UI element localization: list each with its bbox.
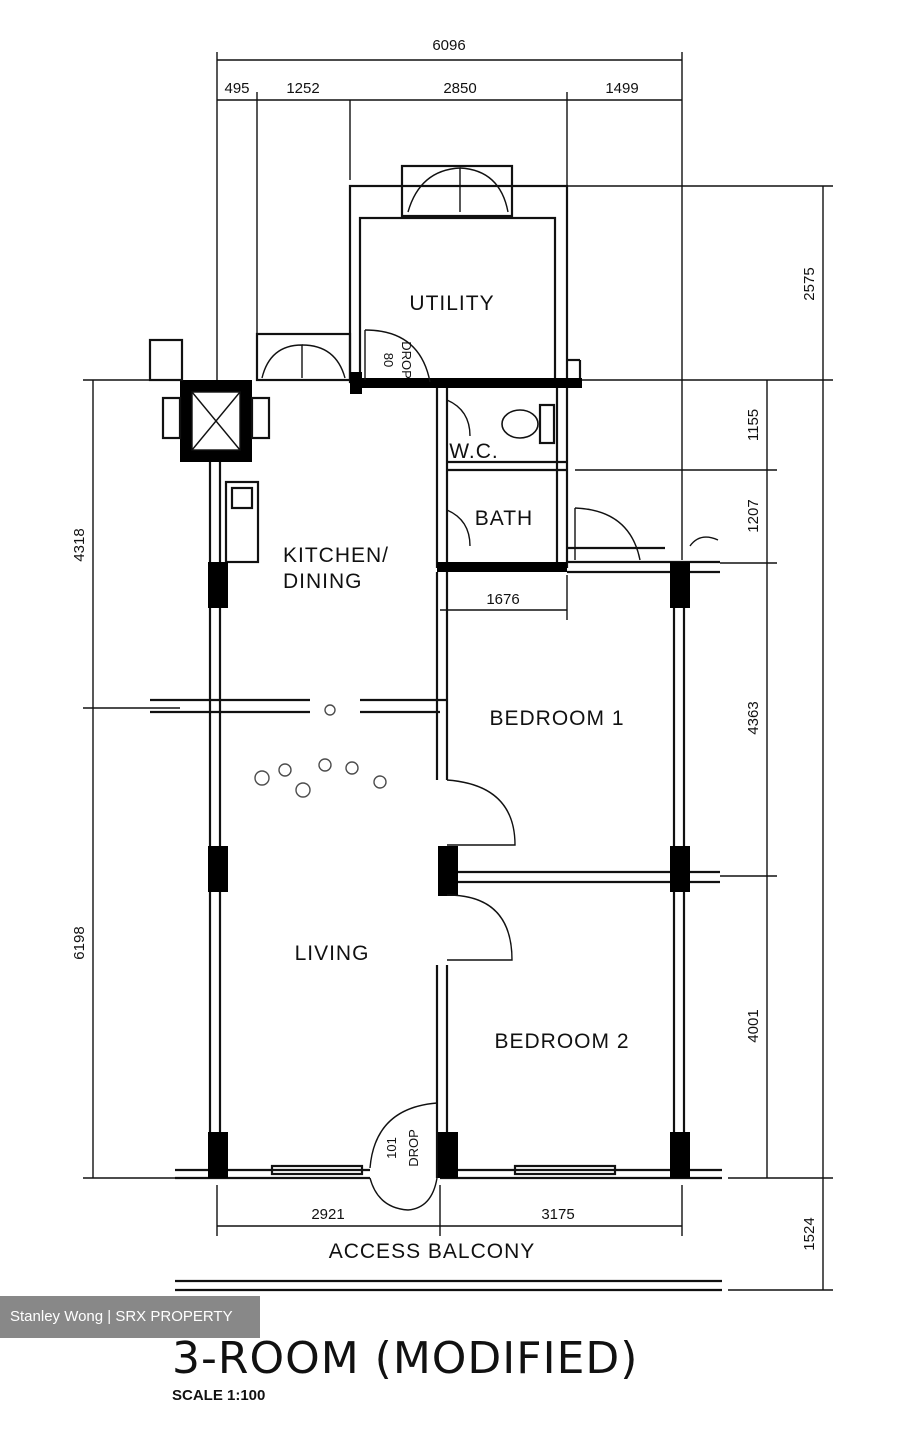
drop-number-lower: 101 (384, 1137, 399, 1159)
plan-scale: SCALE 1:100 (172, 1387, 265, 1404)
room-label-living: LIVING (295, 942, 370, 965)
dim-left-1: 4318 (71, 528, 88, 561)
dim-bottom-1: 2921 (311, 1206, 344, 1223)
dim-right-outer-1: 2575 (801, 267, 818, 300)
room-label-access-balcony: ACCESS BALCONY (329, 1240, 536, 1263)
plant-symbol (254, 704, 387, 798)
room-label-bedroom-2: BEDROOM 2 (494, 1030, 629, 1053)
dim-right-outer-2: 1524 (801, 1217, 818, 1250)
plan-title: 3-ROOM (MODIFIED) (172, 1333, 638, 1384)
room-labels: UTILITY W.C. BATH KITCHEN/ DINING BEDROO… (283, 292, 629, 1263)
dim-top-3: 2850 (443, 80, 476, 97)
dim-bath-width: 1676 (486, 591, 519, 608)
room-label-bedroom-1: BEDROOM 1 (489, 707, 624, 730)
room-label-bath: BATH (475, 507, 533, 530)
doors (261, 167, 719, 1211)
dim-right-inner-4: 4001 (745, 1009, 762, 1042)
drop-label-lower: DROP (406, 1129, 421, 1167)
dim-top-4: 1499 (605, 80, 638, 97)
dim-right-inner-1: 1155 (745, 409, 762, 441)
room-label-kitchen-line2: DINING (283, 570, 363, 593)
dimension-labels: 6096 495 1252 2850 1499 2575 1524 1155 1… (71, 37, 818, 1251)
room-label-wc: W.C. (449, 440, 499, 463)
dim-top-total: 6096 (432, 37, 465, 54)
dim-bottom-2: 3175 (541, 1206, 574, 1223)
room-label-utility: UTILITY (409, 292, 494, 315)
walls (148, 164, 722, 1180)
watermark-banner: Stanley Wong | SRX PROPERTY (0, 1296, 260, 1338)
dim-right-inner-2: 1207 (745, 499, 762, 532)
drop-label-upper: DROP (399, 341, 414, 379)
room-label-kitchen-line1: KITCHEN/ (283, 544, 389, 567)
dim-top-2: 1252 (286, 80, 319, 97)
drop-number-upper: 80 (381, 353, 396, 367)
dim-top-1: 495 (224, 80, 249, 97)
dim-right-inner-3: 4363 (745, 701, 762, 734)
dimension-lines (83, 52, 833, 1292)
dim-left-2: 6198 (71, 926, 88, 959)
